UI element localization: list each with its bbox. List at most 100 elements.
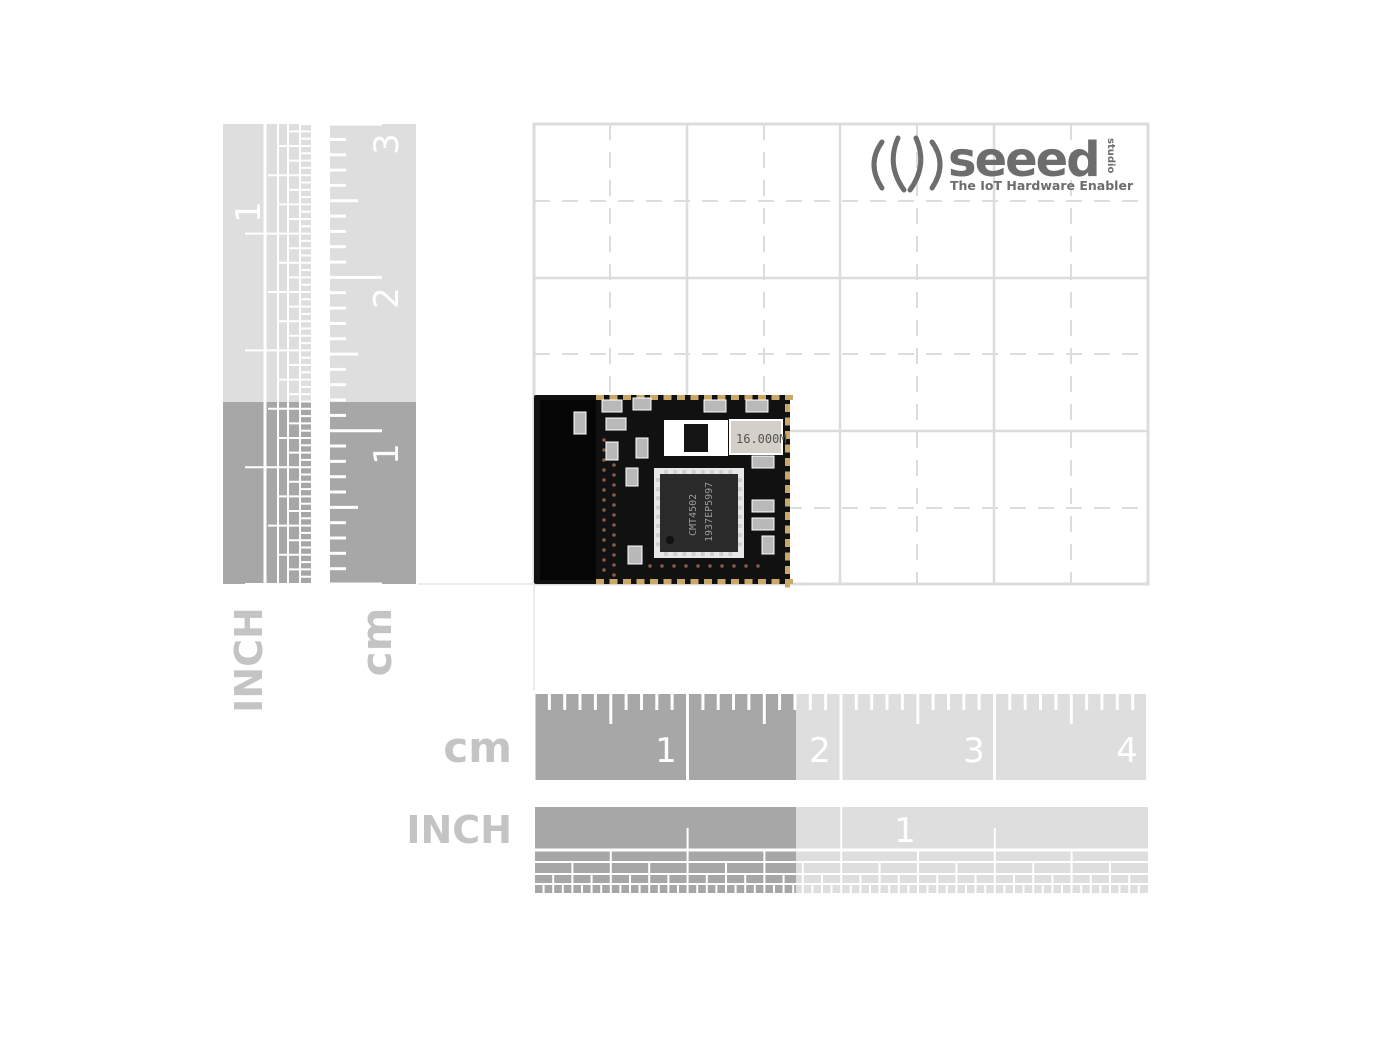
via-dot [612,533,616,537]
chip-pin [728,550,733,556]
edge-pad [717,395,726,400]
via-dot [612,543,616,547]
via-dot [602,478,606,482]
edge-pads-top [596,395,793,400]
chip-pin [700,470,705,476]
chip-pin [656,542,662,547]
via-dot [672,564,676,568]
edge-pad [596,395,604,400]
edge-pad [677,395,685,400]
edge-pad [758,579,766,584]
antenna-area [540,400,596,580]
horizontal-inch-ruler: 1 INCH [406,807,1148,893]
horizontal-cm-tick-label-2: 2 [809,731,831,771]
via-dot [602,468,606,472]
edge-pad [690,395,699,400]
edge-pad [677,579,685,584]
via-dot [612,503,616,507]
edge-pad [785,417,790,426]
via-dot [612,493,616,497]
chip-pin [682,470,687,476]
edge-pad [650,579,658,584]
via-dot [708,564,712,568]
chip-pin [656,487,662,492]
via-dot [744,564,748,568]
chip-pin [736,487,742,492]
via-dot [602,568,606,572]
edge-pad [609,579,618,584]
edge-pad [785,471,790,480]
seeed-logo: seeed studio The IoT Hardware Enabler [871,132,1134,193]
chip-pin [719,470,724,476]
edge-pad [717,579,726,584]
via-dot [648,564,652,568]
chip-pin [736,524,742,528]
chip-pin [656,478,662,482]
horizontal-cm-tick-label-1: 1 [655,731,677,771]
edge-pad [785,566,790,574]
chip-pin [691,470,696,476]
chip-pin [656,496,662,501]
vertical-cm-tick-label-1: 1 [367,443,407,465]
vertical-cm-unit-label: cm [352,608,401,677]
edge-pad [623,395,631,400]
edge-pad [609,395,618,400]
horizontal-inch-ticks [533,807,1148,893]
chip-pin [700,550,705,556]
vertical-cm-tick-label-3: 3 [367,133,407,155]
crystal-marking: 16.000M [736,432,787,446]
horizontal-cm-ticks [532,694,1135,780]
edge-pad [785,512,790,520]
chip-pin [736,533,742,538]
edge-pad [785,395,793,400]
horizontal-cm-tick-label-3: 3 [963,731,985,771]
chip-pin [736,505,742,510]
chip-pin [710,550,714,556]
via-dot [612,483,616,487]
seeed-lotus-icon [871,135,943,193]
chip-pin [736,496,742,501]
edge-pad [785,458,790,466]
via-dot [756,564,760,568]
edge-pad [744,395,753,400]
chip-pin [736,514,742,519]
edge-pad [771,579,780,584]
via-dot [612,473,616,477]
edge-pad [731,579,739,584]
edge-pad [785,498,790,507]
via-dot [612,513,616,517]
edge-pad [785,444,790,453]
chip-marking-1: CMT4502 [688,494,699,536]
via-dot [612,463,616,467]
chip-pin [656,533,662,538]
edge-pads-bottom [596,579,793,584]
horizontal-cm-ruler: 1 2 3 4 cm [443,694,1146,780]
via-dot [660,564,664,568]
chip-pin [656,505,662,510]
brand-tagline: The IoT Hardware Enabler [950,178,1134,193]
edge-pad [785,404,790,412]
edge-pad [663,395,672,400]
vertical-inch-ruler: 1 INCH [223,123,311,713]
via-dot [602,448,606,452]
chip-pin [656,524,662,528]
chip-pin [673,470,678,476]
chip-pin [719,550,724,556]
via-dot [720,564,724,568]
edge-pad [758,395,766,400]
edge-pad [785,525,790,534]
edge-pad [785,579,793,584]
chip-pin [728,470,733,476]
via-dot [602,458,606,462]
edge-pad [731,395,739,400]
passive-components [573,397,775,565]
via-dot [602,438,606,442]
edge-pad [785,485,790,493]
via-dot [732,564,736,568]
chip-pin [736,478,742,482]
edge-pads-right [785,404,790,588]
chip-pin [656,514,662,519]
via-dot [602,508,606,512]
via-dot [602,498,606,502]
